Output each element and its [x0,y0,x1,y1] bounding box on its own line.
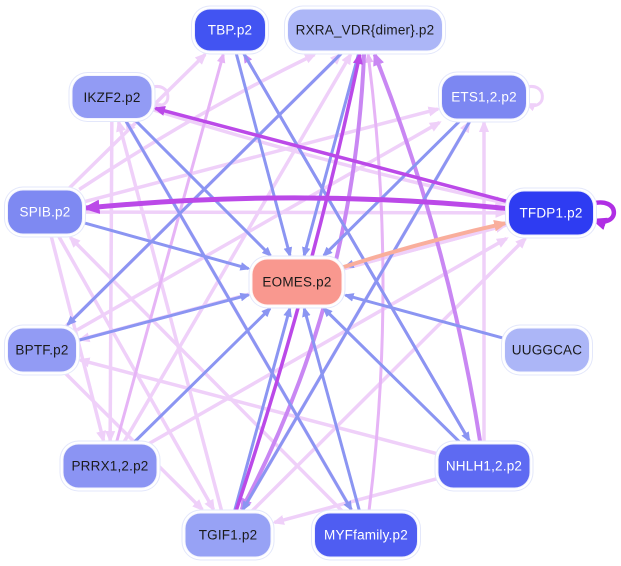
edge-MYF-SPIB [68,235,345,514]
edge-SPIB-EOMES [82,221,251,271]
node-label: PRRX1,2.p2 [71,458,149,474]
edge-TBP-EOMES [234,51,293,258]
node-ETS12[interactable]: ETS1,2.p2 [441,74,527,120]
edge-NHLH12-BPTF [77,357,438,456]
node-NHLH12[interactable]: NHLH1,2.p2 [437,443,531,489]
node-EOMES[interactable]: EOMES.p2 [251,258,343,306]
edge-EOMES-TFDP1 [341,220,508,270]
edge-TGIF1-EOMES [232,306,292,513]
node-RXRA[interactable]: RXRA_VDR{dimer}.p2 [287,8,443,52]
node-UUGGCAC[interactable]: UUGGCAC [504,327,590,373]
node-label: EOMES.p2 [262,274,332,290]
node-label: TBP.p2 [207,22,253,38]
edge-BPTF-ETS12 [76,120,442,332]
edge-UUGGCAC-EOMES [343,293,505,340]
edge-TFDP1-SPIB [82,195,509,214]
node-label: UUGGCAC [511,342,583,358]
node-TFDP1[interactable]: TFDP1.p2 [508,190,594,236]
node-label: TFDP1.p2 [519,205,583,221]
edge-TFDP1-IKZF2 [153,106,509,204]
edge-BPTF-EOMES [76,292,251,343]
edge-PRRX12-RXRA [121,52,353,445]
edge-SPIB-RXRA [78,52,317,191]
self-loop-TFDP1 [590,200,617,230]
edge-IKZF2-MYF [123,118,353,512]
node-TGIF1[interactable]: TGIF1.p2 [184,512,272,558]
node-label: RXRA_VDR{dimer}.p2 [295,22,435,38]
edge-SPIB-PRRX12 [49,234,107,443]
edge-TBP-NHLH12 [241,50,471,443]
node-label: ETS1,2.p2 [451,89,517,105]
node-BPTF[interactable]: BPTF.p2 [7,327,77,373]
node-label: MYFfamily.p2 [324,527,408,543]
node-MYF[interactable]: MYFfamily.p2 [314,512,418,558]
node-label: IKZF2.p2 [83,89,141,105]
node-label: BPTF.p2 [15,342,69,358]
edge-MYF-EOMES [302,306,362,513]
node-TBP[interactable]: TBP.p2 [194,8,266,52]
node-SPIB[interactable]: SPIB.p2 [7,189,83,235]
edge-RXRA-BPTF [66,50,345,327]
edge-PRRX12-TBP [114,52,226,444]
edge-PRRX12-EOMES [131,306,272,445]
edge-NHLH12-RXRA [372,51,483,444]
self-loop-ETS12 [523,85,544,112]
self-loop-IKZF2 [148,85,170,112]
node-label: SPIB.p2 [19,204,71,220]
edge-MYF-RXRA [364,52,385,513]
node-PRRX12[interactable]: PRRX1,2.p2 [62,443,158,489]
node-label: NHLH1,2.p2 [445,458,523,474]
edge-NHLH12-EOMES [322,306,463,445]
edge-TGIF1-TFDP1 [249,236,528,514]
edge-ETS12-TGIF1 [241,118,473,512]
node-label: TGIF1.p2 [198,527,258,543]
edge-ETS12-EOMES [322,118,463,258]
edge-SPIB-TFDP1 [82,207,508,218]
node-IKZF2[interactable]: IKZF2.p2 [71,75,153,119]
